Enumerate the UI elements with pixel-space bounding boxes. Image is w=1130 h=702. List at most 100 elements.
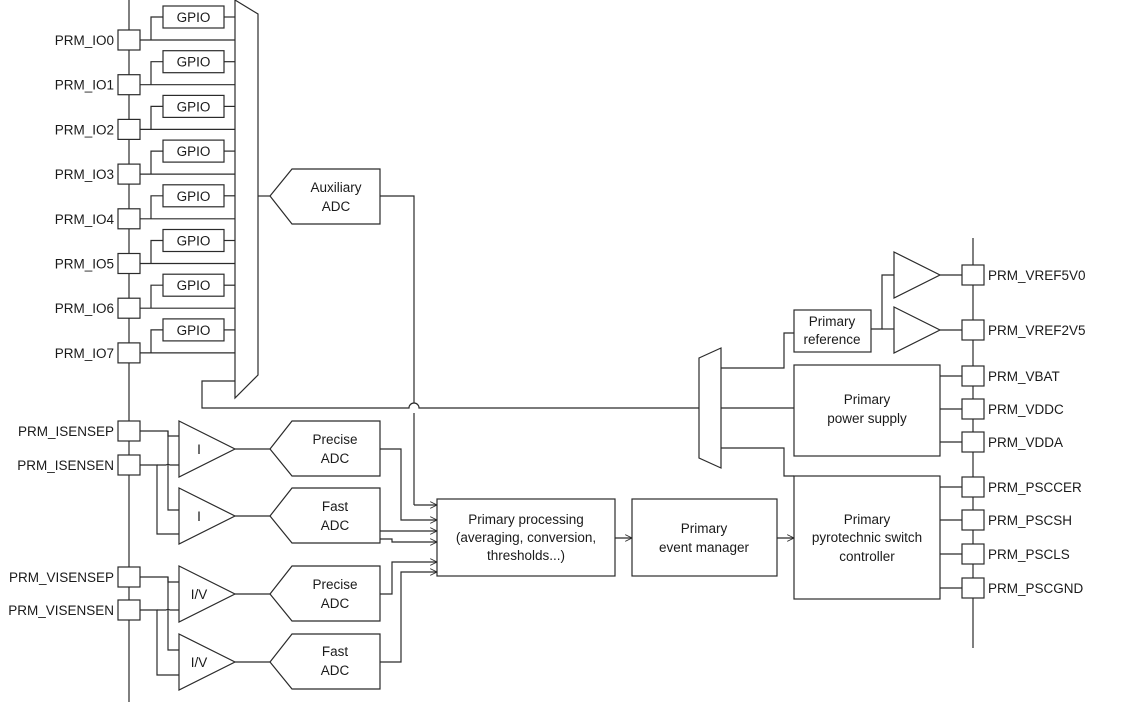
reference-label-1: Primary — [809, 314, 856, 329]
gpio-row: GPIO PRM_IO6 — [55, 273, 235, 319]
pin-label-right: PRM_VDDC — [988, 402, 1064, 417]
gpio-rows: GPIOPRM_IO0GPIOPRM_IO1GPIOPRM_IO2GPIOPRM… — [55, 5, 235, 364]
precise-adc-voltage-label-1: Precise — [312, 577, 357, 592]
fast-adc-current-label-1: Fast — [322, 499, 349, 514]
gpio-row: GPIO PRM_IO3 — [55, 139, 235, 185]
pin-pad — [961, 365, 985, 387]
pin-pad — [117, 342, 141, 364]
right-pin: PRM_VREF2V5 — [961, 319, 1086, 341]
gpio-row: GPIO PRM_IO5 — [55, 228, 235, 275]
pin-label-right: PRM_PSCCER — [988, 480, 1082, 495]
buffer-vref2v5 — [893, 306, 942, 354]
pin-pad — [117, 297, 141, 319]
power-supply-label-1: Primary — [844, 392, 891, 407]
right-pin: PRM_PSCCER — [961, 476, 1082, 498]
gpio-label: GPIO — [177, 99, 211, 114]
processing-label-3: thresholds...) — [487, 548, 565, 563]
right-pin: PRM_VREF5V0 — [961, 264, 1086, 286]
pin-pad — [117, 118, 141, 141]
pin-label-right: PRM_VBAT — [988, 369, 1060, 384]
fast-adc-voltage-label-2: ADC — [321, 663, 350, 678]
gpio-block — [162, 273, 225, 297]
gpio-block — [162, 139, 225, 163]
right-mux — [698, 347, 722, 469]
gpio-label: GPIO — [177, 278, 211, 293]
pin-label-right: PRM_PSCLS — [988, 547, 1070, 562]
pin-label-io: PRM_IO7 — [55, 346, 114, 361]
right-pin: PRM_PSCSH — [961, 509, 1072, 531]
pin-pad — [117, 163, 141, 185]
gpio-block — [162, 228, 225, 253]
pin-label-visensep: PRM_VISENSEP — [9, 570, 114, 585]
gpio-label: GPIO — [177, 55, 211, 70]
pin-label-io: PRM_IO3 — [55, 167, 114, 182]
pin-pad — [961, 543, 985, 565]
amp-voltage-precise-label: I/V — [191, 587, 208, 602]
gpio-label: GPIO — [177, 144, 211, 159]
pin-label-io: PRM_IO4 — [55, 212, 115, 227]
amp-voltage-fast-label: I/V — [191, 655, 208, 670]
pin-label-visensen: PRM_VISENSEN — [8, 603, 114, 618]
gpio-label: GPIO — [177, 10, 211, 25]
fast-adc-current-label-2: ADC — [321, 518, 350, 533]
pin-label-io: PRM_IO5 — [55, 257, 114, 272]
pin-pad — [117, 29, 141, 51]
event-manager-label-1: Primary — [681, 521, 728, 536]
gpio-block — [162, 318, 225, 342]
pin-pad — [961, 264, 985, 286]
precise-adc-voltage-label-2: ADC — [321, 596, 350, 611]
pyro-label-2: pyrotechnic switch — [812, 530, 922, 545]
precise-adc-voltage-block — [269, 565, 381, 622]
auxiliary-adc-label-1: Auxiliary — [310, 180, 361, 195]
right-pin: PRM_PSCLS — [961, 543, 1070, 565]
pyro-label-3: controller — [839, 549, 895, 564]
processing-label-2: (averaging, conversion, — [456, 530, 596, 545]
pin-pad — [961, 431, 985, 453]
gpio-mux — [234, 0, 259, 400]
pyro-label-1: Primary — [844, 512, 891, 527]
pin-label-io: PRM_IO0 — [55, 33, 114, 48]
buffer-vref5v0 — [893, 251, 942, 299]
gpio-row: GPIO PRM_IO1 — [55, 50, 235, 96]
pin-label-io: PRM_IO6 — [55, 301, 114, 316]
pin-pad — [961, 319, 985, 341]
primary-event-manager-block — [631, 498, 778, 577]
auxiliary-adc-block — [269, 168, 381, 225]
fast-adc-current-block — [269, 487, 381, 544]
amp-voltage-fast — [178, 633, 237, 691]
precise-adc-current-block — [269, 420, 381, 477]
gpio-block — [162, 50, 225, 74]
pin-label-io: PRM_IO2 — [55, 122, 114, 137]
pin-pad — [117, 252, 141, 275]
pin-pad-isensep — [117, 420, 141, 442]
gpio-block — [162, 94, 225, 119]
event-manager-label-2: event manager — [659, 540, 750, 555]
gpio-block — [162, 184, 225, 208]
fast-adc-voltage-label-1: Fast — [322, 644, 349, 659]
amp-current-precise-label: I — [197, 442, 201, 457]
gpio-row: GPIO PRM_IO2 — [55, 94, 235, 141]
right-pin: PRM_VDDC — [961, 398, 1064, 420]
pin-label-right: PRM_VREF2V5 — [988, 323, 1086, 338]
primary-processing-block — [436, 498, 616, 577]
primary-reference-block — [793, 309, 872, 353]
precise-adc-current-label-2: ADC — [321, 451, 350, 466]
pin-label-io: PRM_IO1 — [55, 78, 114, 93]
gpio-block — [162, 5, 225, 29]
right-pin: PRM_PSCGND — [961, 577, 1084, 599]
power-supply-label-2: power supply — [827, 411, 907, 426]
processing-label-1: Primary processing — [468, 512, 584, 527]
fast-adc-voltage-block — [269, 633, 381, 690]
pin-pad — [961, 476, 985, 498]
auxiliary-adc-label-2: ADC — [322, 199, 351, 214]
pin-pad — [117, 74, 141, 96]
gpio-label: GPIO — [177, 234, 211, 249]
primary-pyro-controller-block — [793, 475, 941, 600]
amp-voltage-precise — [178, 565, 237, 623]
pin-pad-isensen — [117, 454, 141, 476]
amp-current-precise — [178, 420, 237, 478]
gpio-row: GPIO PRM_IO0 — [55, 5, 235, 51]
